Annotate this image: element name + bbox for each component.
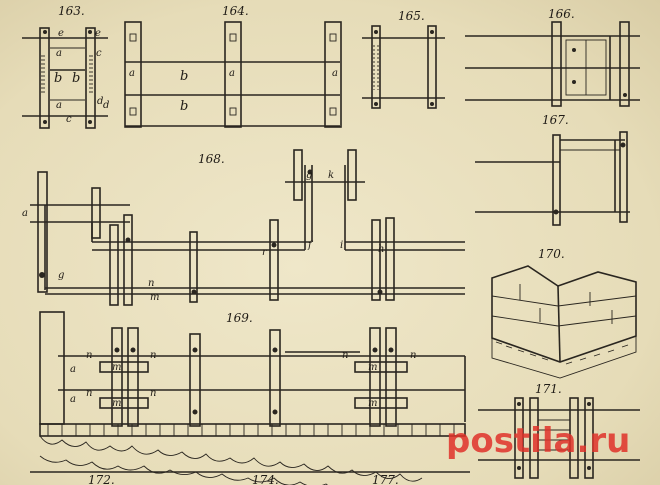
label-a: a [70, 394, 76, 405]
label-m: m [368, 398, 377, 409]
label-n: n [86, 388, 92, 399]
label-b: b [180, 99, 188, 114]
figure-number-174: 174. [252, 473, 279, 485]
label-a: a [56, 100, 62, 111]
label-n: n [148, 278, 154, 289]
label-n: n [86, 350, 92, 361]
figure-number-163: 163. [58, 4, 85, 18]
label-a: a [332, 68, 338, 79]
label-a: a [22, 208, 28, 219]
figure-number-168: 168. [198, 152, 225, 166]
label-e: e [95, 28, 101, 39]
label-k: k [328, 170, 334, 181]
label-n: n [150, 350, 156, 361]
label-m: m [150, 292, 159, 303]
figure-170 [491, 265, 637, 379]
label-f: f [307, 240, 314, 251]
figure-163 [22, 27, 108, 129]
label-d: d [97, 96, 103, 107]
figure-number-165: 165. [398, 9, 425, 23]
figure-167 [475, 131, 630, 226]
label-m: m [112, 398, 121, 409]
figure-165 [362, 25, 445, 109]
label-b: b [180, 69, 188, 84]
watermark-logo: postila.ru [446, 421, 630, 461]
figure-166 [465, 21, 640, 107]
label-a: a [56, 48, 62, 59]
label-n: n [410, 350, 416, 361]
label-i: i [340, 240, 343, 251]
label-r: r [262, 247, 268, 258]
label-c: c [96, 48, 102, 59]
label-g: g [306, 170, 312, 181]
label-a: a [129, 68, 135, 79]
figure-number-169: 169. [226, 311, 253, 325]
figure-168 [30, 149, 465, 306]
label-m: m [368, 362, 377, 373]
figure-number-167: 167. [542, 113, 569, 127]
figure-number-164: 164. [222, 4, 249, 18]
label-a: a [229, 68, 235, 79]
label-b: b [72, 71, 80, 86]
figure-number-177: 177. [372, 473, 399, 485]
label-d: d [103, 100, 109, 111]
label-e: e [58, 28, 64, 39]
label-n: n [342, 350, 348, 361]
label-a: a [70, 364, 76, 375]
figure-number-166: 166. [548, 7, 575, 21]
figure-number-171: 171. [535, 382, 562, 396]
label-b: b [54, 71, 62, 86]
figure-number-170: 170. [538, 247, 565, 261]
figure-171 [478, 397, 640, 479]
label-c: c [66, 114, 72, 125]
label-n: n [150, 388, 156, 399]
figure-number-172: 172. [88, 473, 115, 485]
figure-169 [30, 311, 470, 485]
label-m: m [112, 362, 121, 373]
label-g: g [58, 270, 64, 281]
label-h: h [378, 244, 384, 255]
figure-164 [124, 21, 342, 128]
